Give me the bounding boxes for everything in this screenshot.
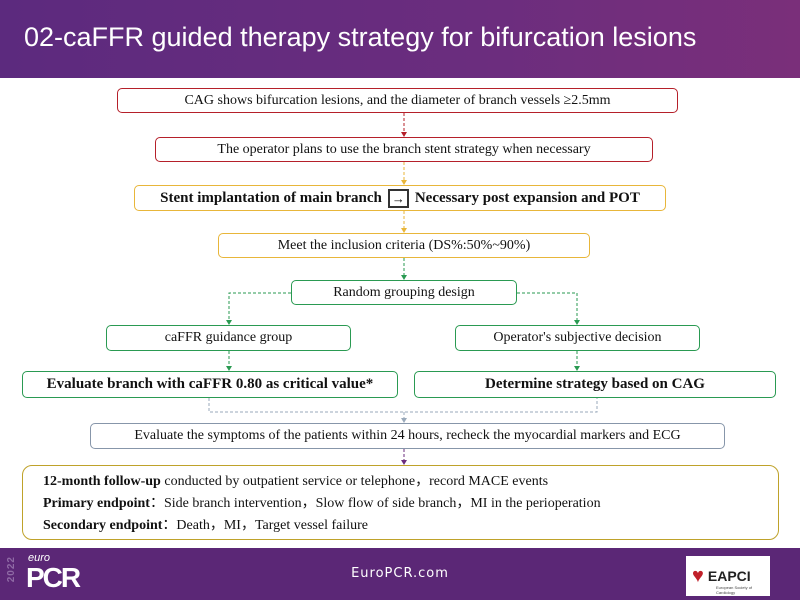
- endpoint-label: 12-month follow-up: [43, 474, 161, 489]
- step-random-grouping-box: Random grouping design: [291, 280, 517, 305]
- eapci-text: EAPCI: [707, 568, 751, 584]
- post-expansion-text: Necessary post expansion and POT: [414, 189, 640, 206]
- endpoints-box: 12-month follow-up conducted by outpatie…: [22, 465, 779, 540]
- step-cag-box: CAG shows bifurcation lesions, and the d…: [117, 88, 678, 113]
- caffr-group-box: caFFR guidance group: [106, 325, 351, 351]
- eapci-logo: ♥ EAPCI European Society of Cardiology: [686, 556, 770, 596]
- arrow-5-right: [517, 292, 578, 321]
- step-operator-plan-box: The operator plans to use the branch ste…: [155, 137, 653, 162]
- heart-icon: ♥: [692, 564, 704, 587]
- step-inclusion-criteria-box: Meet the inclusion criteria (DS%:50%~90%…: [218, 233, 590, 258]
- europcr-logo: PCR: [26, 562, 81, 593]
- endpoint-text: conducted by outpatient service or telep…: [160, 474, 549, 489]
- title-bar: 02-caFFR guided therapy strategy for bif…: [0, 0, 800, 78]
- determine-strategy-box: Determine strategy based on CAG: [414, 371, 776, 398]
- stent-main-branch-text: Stent implantation of main branch: [160, 189, 382, 206]
- right-arrow-icon: →: [387, 188, 409, 208]
- arrow-5-left: [228, 292, 291, 321]
- footer: 2022 euro PCR EuroPCR.com ♥ EAPCI Europe…: [0, 548, 800, 600]
- europcr-logo-small: euro: [28, 552, 51, 564]
- evaluate-branch-box: Evaluate branch with caFFR 0.80 as criti…: [22, 371, 398, 398]
- endpoint-secondary: Secondary endpoint：Death，MI，Target vesse…: [43, 515, 778, 537]
- evaluate-symptoms-box: Evaluate the symptoms of the patients wi…: [90, 423, 725, 449]
- step-stent-implantation-box: Stent implantation of main branch → Nece…: [134, 185, 666, 211]
- endpoint-label: Primary endpoint: [43, 496, 150, 511]
- endpoint-text: ：Death，MI，Target vessel failure: [162, 518, 369, 533]
- endpoint-label: Secondary endpoint: [43, 518, 163, 533]
- esc-text: European Society of Cardiology: [716, 585, 753, 595]
- merge-line: [208, 398, 598, 413]
- website-link[interactable]: EuroPCR.com: [351, 566, 449, 581]
- endpoint-primary: Primary endpoint：Side branch interventio…: [43, 493, 778, 515]
- operator-decision-box: Operator's subjective decision: [455, 325, 700, 351]
- slide-title: 02-caFFR guided therapy strategy for bif…: [24, 22, 697, 52]
- endpoint-followup: 12-month follow-up conducted by outpatie…: [43, 471, 778, 493]
- endpoint-text: ：Side branch intervention，Slow flow of s…: [149, 496, 601, 511]
